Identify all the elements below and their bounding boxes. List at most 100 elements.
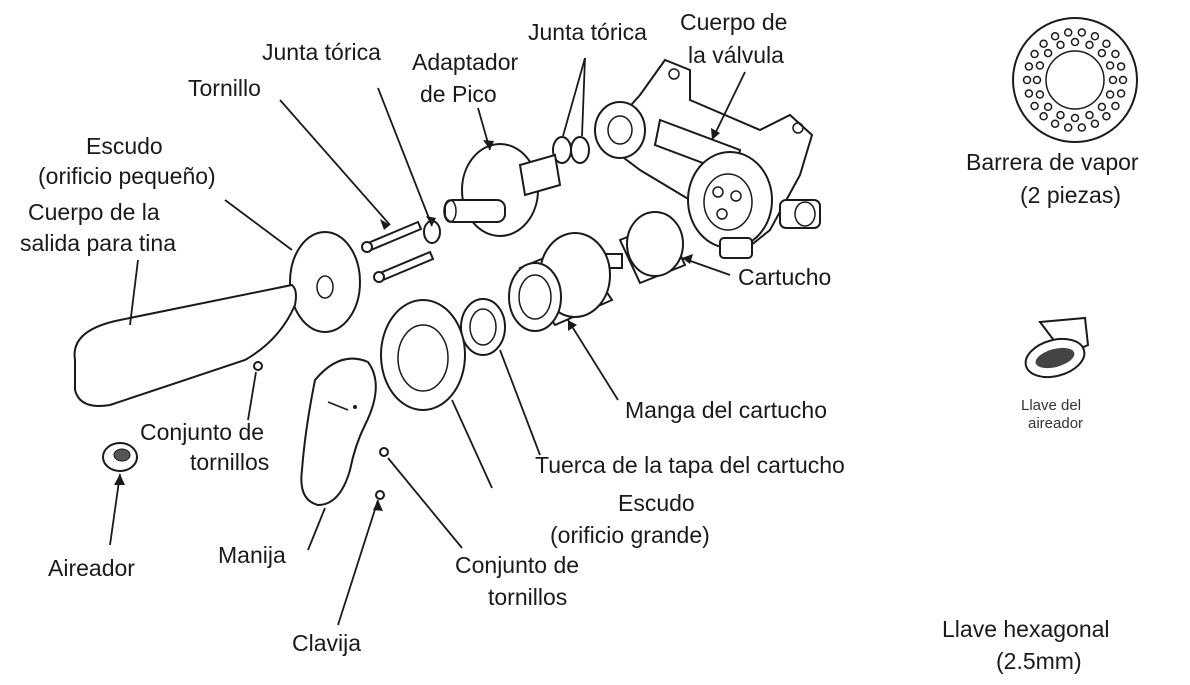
leader-screw-set-2 <box>387 457 463 549</box>
vapor-barrier-hole <box>1030 101 1039 111</box>
vapor-barrier-hole <box>1116 62 1126 71</box>
leader-escutcheon-large <box>451 399 493 489</box>
label-spout-body-2: salida para tina <box>20 230 176 256</box>
label-screw-set-2-2: tornillos <box>488 584 568 610</box>
valve-body <box>594 58 821 259</box>
vapor-barrier-hole <box>1077 123 1087 132</box>
leader-spout-body <box>129 259 139 326</box>
vapor-barrier-hole <box>1111 49 1120 59</box>
vapor-barrier-hole <box>1032 75 1042 85</box>
aerator-key <box>1024 316 1090 379</box>
vapor-barrier-hole <box>1102 112 1111 121</box>
leader-escutcheon-small <box>224 199 293 251</box>
label-handle: Manija <box>218 542 286 568</box>
label-spout-adapter-2: de Pico <box>420 81 497 107</box>
vapor-barrier-hole <box>1024 89 1034 98</box>
leader-aerator <box>109 473 121 546</box>
vapor-barrier-hole <box>1022 75 1032 85</box>
vapor-barrier-hole <box>1063 123 1073 132</box>
vapor-barrier-hole <box>1070 113 1080 123</box>
vapor-barrier-hole <box>1090 119 1100 128</box>
vapor-barrier-hole <box>1063 28 1073 37</box>
vapor-barrier-hole <box>1050 32 1060 41</box>
label-cartridge: Cartucho <box>738 264 832 290</box>
vapor-barrier-hole <box>1116 89 1126 98</box>
vapor-barrier-hole <box>1056 110 1065 120</box>
cartridge <box>605 211 687 285</box>
vapor-barrier-hole <box>1102 39 1111 48</box>
o-rings-right <box>552 136 590 164</box>
mounting-screws <box>361 220 435 283</box>
vapor-barrier-hole <box>1077 28 1087 37</box>
vapor-barrier-hole <box>1105 90 1115 99</box>
leader-lines <box>109 57 746 626</box>
label-spout-body-1: Cuerpo de la <box>28 199 160 225</box>
label-screw-set-2-1: Conjunto de <box>455 552 580 578</box>
vapor-barrier-hole <box>1097 48 1107 58</box>
label-hex-key-1: Llave hexagonal <box>942 616 1110 642</box>
vapor-barrier-hole <box>1043 48 1053 58</box>
leader-o-ring-2a <box>562 57 586 137</box>
vapor-barrier-hole <box>1050 119 1060 128</box>
leader-valve-body <box>711 71 746 141</box>
vapor-barrier-hole <box>1085 110 1094 120</box>
leader-handle <box>307 507 326 551</box>
label-o-ring-2: Junta tórica <box>528 19 647 45</box>
label-valve-body-2: la válvula <box>688 42 784 68</box>
label-screw-set-1-2: tornillos <box>190 449 270 475</box>
vapor-barrier-hole <box>1039 112 1048 121</box>
escutcheon-large-hole <box>380 299 466 411</box>
vapor-barrier-hole <box>1056 40 1065 50</box>
label-escutcheon-small-2: (orificio pequeño) <box>38 163 216 189</box>
set-screw-handle <box>379 447 389 457</box>
tub-spout <box>73 283 297 407</box>
vapor-barrier <box>1012 17 1138 143</box>
label-valve-body-1: Cuerpo de <box>680 9 788 35</box>
leader-screw-set-1 <box>247 371 257 421</box>
leader-o-ring-1 <box>377 87 433 227</box>
label-spout-adapter-1: Adaptador <box>412 49 519 75</box>
label-pin: Clavija <box>292 630 362 656</box>
label-escutcheon-large-2: (orificio grande) <box>550 522 710 548</box>
aerator <box>102 442 138 472</box>
hex-key <box>926 510 1154 582</box>
vapor-barrier-hole <box>1070 37 1080 47</box>
vapor-barrier-hole <box>1035 90 1045 99</box>
vapor-barrier-hole <box>1085 40 1094 50</box>
label-aerator: Aireador <box>48 555 135 581</box>
label-aerator-key-2: aireador <box>1028 415 1084 432</box>
set-screw-spout <box>253 361 263 371</box>
vapor-barrier-hole <box>1118 75 1128 85</box>
leader-o-ring-2b <box>581 57 586 137</box>
vapor-barrier-hole <box>1090 32 1100 41</box>
pin-part <box>375 490 385 500</box>
leader-screw <box>279 99 391 226</box>
label-cartridge-nut: Tuerca de la tapa del cartucho <box>535 452 845 478</box>
label-o-ring-1: Junta tórica <box>262 39 381 65</box>
spout-adapter <box>443 143 562 237</box>
label-vapor-barrier-2: (2 piezas) <box>1020 182 1121 208</box>
vapor-barrier-hole <box>1035 61 1045 70</box>
label-escutcheon-small-1: Escudo <box>86 133 163 159</box>
leader-cartridge-sleeve <box>567 319 619 401</box>
vapor-barrier-hole <box>1043 102 1053 112</box>
vapor-barrier-hole <box>1039 39 1048 48</box>
escutcheon-small-hole <box>289 231 361 333</box>
cartridge-nut <box>460 298 506 356</box>
vapor-barrier-hole <box>1108 75 1118 85</box>
label-hex-key-2: (2.5mm) <box>996 648 1082 674</box>
vapor-barrier-hole <box>1097 102 1107 112</box>
vapor-barrier-hole <box>1111 101 1120 111</box>
leader-pin <box>337 499 379 626</box>
leader-cartridge-nut <box>499 349 541 456</box>
label-screw: Tornillo <box>188 75 261 101</box>
label-vapor-barrier-1: Barrera de vapor <box>966 149 1139 175</box>
vapor-barrier-hole <box>1024 62 1034 71</box>
cartridge-sleeve <box>508 232 614 332</box>
vapor-barrier-hole <box>1030 49 1039 59</box>
label-escutcheon-large-1: Escudo <box>618 490 695 516</box>
label-aerator-key-1: Llave del <box>1021 397 1082 414</box>
label-screw-set-1-1: Conjunto de <box>140 419 265 445</box>
handle <box>300 357 377 507</box>
